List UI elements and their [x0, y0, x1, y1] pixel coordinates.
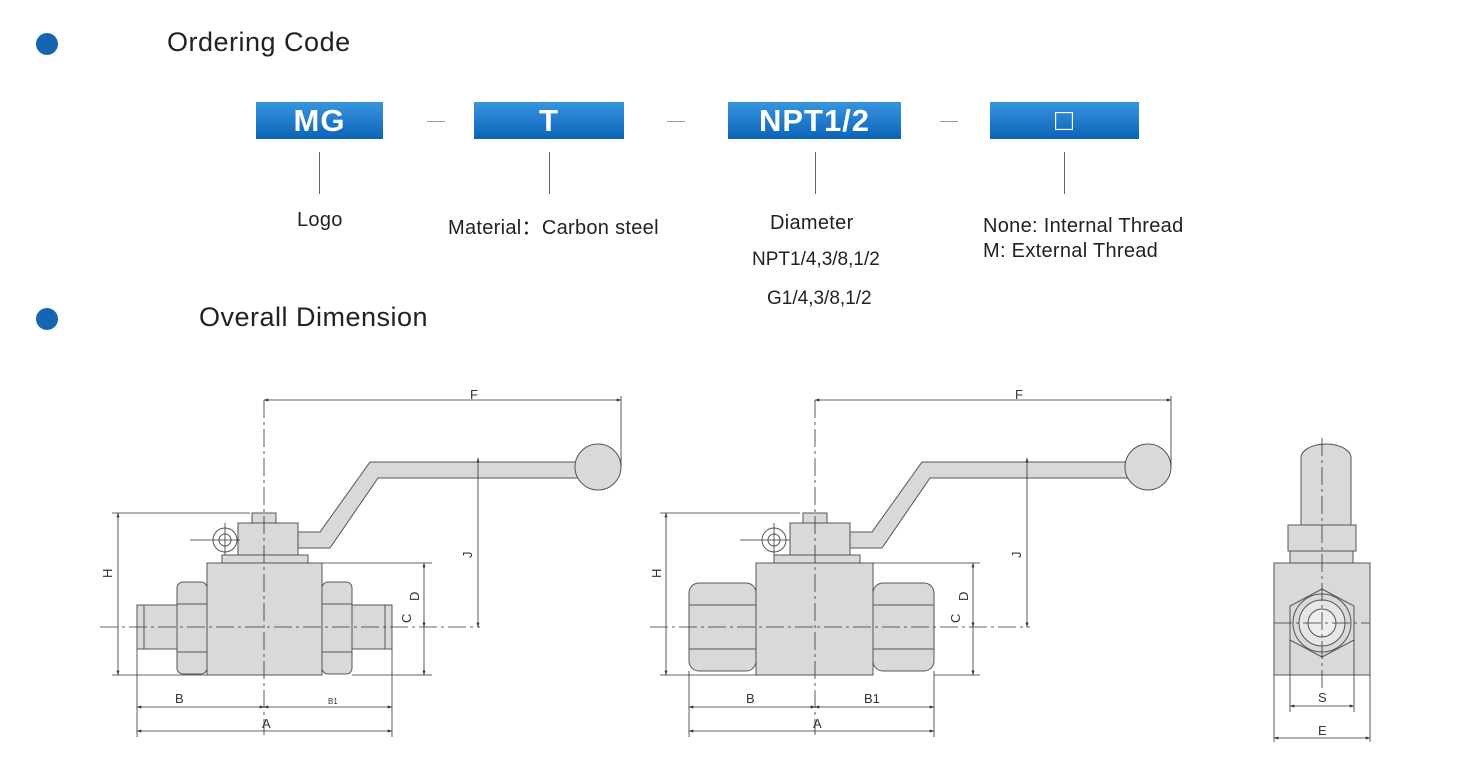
connector-line — [815, 152, 816, 194]
ordering-code-title: Ordering Code — [167, 27, 351, 57]
dim-label-A: A — [262, 716, 271, 731]
dimension-lines-1 — [100, 396, 622, 737]
code-box-thread: □ — [990, 102, 1139, 139]
logo-label: Logo — [297, 209, 343, 231]
dim-label-H: H — [649, 569, 664, 578]
code-box-material: T — [474, 102, 624, 139]
bullet-icon — [36, 308, 58, 330]
code-box-logo: MG — [256, 102, 383, 139]
code-box-diameter: NPT1/2 — [728, 102, 901, 139]
connector-line — [1064, 152, 1065, 194]
dim-label-J: J — [460, 552, 475, 559]
dim-label-C: C — [399, 614, 414, 623]
thread-m-label: M: External Thread — [983, 240, 1159, 262]
material-label: Material：Carbon steel — [448, 217, 659, 239]
bullet-icon — [36, 33, 58, 55]
valve-internal-thread-view — [688, 443, 1172, 676]
dim-label-S: S — [1318, 690, 1327, 705]
dim-label-J: J — [1009, 552, 1024, 559]
diameter-g-label: G1/4,3/8,1/2 — [767, 288, 872, 309]
code-separator — [427, 121, 445, 122]
dimension-lines-3 — [1273, 438, 1371, 742]
dim-label-H: H — [100, 569, 115, 578]
overall-dimension-title: Overall Dimension — [199, 302, 429, 332]
dimension-lines-2 — [650, 396, 1172, 737]
connector-line — [319, 152, 320, 194]
dim-label-E: E — [1318, 723, 1327, 738]
dim-label-C: C — [948, 614, 963, 623]
dim-label-B1: B1 — [864, 691, 880, 706]
dim-label-B1: B1 — [328, 697, 338, 706]
dim-label-B: B — [175, 691, 184, 706]
connector-line — [549, 152, 550, 194]
dim-label-B: B — [746, 691, 755, 706]
diameter-npt-label: NPT1/4,3/8,1/2 — [752, 249, 880, 270]
dim-label-F: F — [1015, 387, 1023, 402]
code-separator — [940, 121, 958, 122]
dim-label-D: D — [407, 592, 422, 601]
code-separator — [667, 121, 685, 122]
dim-label-D: D — [956, 592, 971, 601]
thread-none-label: None: Internal Thread — [983, 215, 1184, 237]
dim-label-F: F — [470, 387, 478, 402]
diameter-label: Diameter — [770, 212, 854, 234]
dim-label-A: A — [813, 716, 822, 731]
valve-external-thread-view — [136, 443, 622, 676]
